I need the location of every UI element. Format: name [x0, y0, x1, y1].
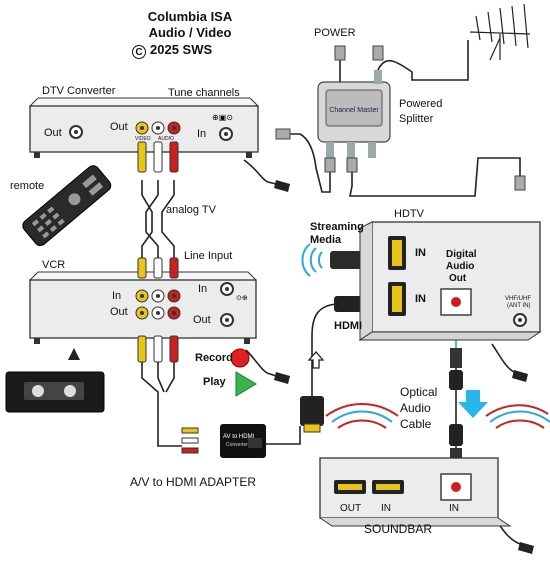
av-to-hdmi-adapter-icon — [181, 424, 266, 458]
title-line2: Audio / Video — [148, 25, 232, 40]
svg-text:⊙⊕: ⊙⊕ — [236, 295, 248, 302]
record-label: Record — [195, 352, 233, 364]
soundbar-port-in2: IN — [449, 503, 459, 514]
dtv-rca-plugs — [137, 141, 179, 173]
vcr-in-right-label: In — [198, 283, 208, 295]
antenna-in-line2: (ANT IN) — [507, 303, 531, 309]
adapter-box-text-line2: Converter — [226, 442, 248, 448]
sound-waves-left-icon — [325, 403, 399, 429]
vcr-in-left-label: In — [112, 290, 122, 302]
power-plug-icons — [274, 180, 534, 554]
dtv-out-left-label: Out — [44, 127, 62, 139]
tune-channels-label: Tune channels — [168, 87, 240, 99]
digital-line3: Out — [449, 273, 467, 284]
sound-waves-right-icon — [485, 404, 550, 429]
record-icon — [230, 348, 250, 368]
vcr-power-cord — [245, 349, 277, 377]
splitter-to-hdtv-cable — [349, 157, 521, 197]
hdmi-cable-vertical — [311, 303, 337, 396]
optical-line3: Cable — [400, 417, 432, 431]
coax-plug-icons — [275, 45, 526, 191]
hdtv-in2-label: IN — [415, 293, 426, 305]
play-icon — [235, 371, 257, 397]
dtv-in-label: In — [197, 128, 207, 140]
cables — [141, 40, 527, 547]
vcr-box: ⊙⊕ — [28, 271, 258, 344]
adapter-box-text-line1: AV to HDMI — [223, 434, 255, 440]
hdtv-label: HDTV — [394, 208, 424, 220]
splitter-to-dtv-cable — [290, 133, 331, 193]
splitter-label-line1: Powered — [399, 98, 443, 110]
copyright-line: C 2025 SWS — [132, 43, 212, 59]
antenna-cable — [377, 40, 469, 84]
vcr-label: VCR — [42, 259, 66, 271]
line-input-label: Line Input — [184, 250, 233, 262]
soundbar-label: SOUNDBAR — [364, 522, 433, 536]
hdmi-label: HDMI — [334, 320, 363, 332]
soundbar-box — [319, 457, 512, 527]
remote-control-icon — [22, 165, 112, 247]
power-label: POWER — [314, 27, 356, 39]
splitter-label-line2: Splitter — [399, 113, 434, 125]
adapter-hdmi-cable — [264, 426, 301, 445]
vcr-audio-l-cable — [157, 362, 165, 393]
dtv-power-cord — [243, 159, 277, 185]
hdtv-power-cord — [491, 343, 521, 375]
title-line1: Columbia ISA — [147, 9, 233, 24]
vcr-out-left-label: Out — [110, 306, 128, 318]
digital-line1: Digital — [446, 249, 477, 260]
digital-line2: Audio — [446, 261, 475, 272]
up-arrow-icon — [307, 351, 325, 369]
optical-line2: Audio — [400, 401, 431, 415]
streaming-line1: Streaming — [310, 221, 364, 233]
vhs-tape-icon — [5, 348, 105, 413]
analog-tv-label: analog TV — [166, 204, 216, 216]
vcr-audio-r-cable — [165, 362, 175, 393]
optical-line1: Optical — [400, 385, 438, 399]
dtv-audio-tag: AUDIO — [158, 136, 174, 142]
title-line3: 2025 SWS — [150, 42, 213, 57]
vcr-output-plugs — [137, 335, 179, 363]
copyright-icon: C — [132, 45, 146, 59]
hdtv-box — [358, 221, 542, 341]
svg-text:Channel Master: Channel Master — [329, 107, 379, 114]
dtv-audio-r-cable — [161, 180, 175, 262]
vcr-video-cable — [141, 362, 182, 447]
dtv-video-tag: VIDEO — [135, 136, 151, 142]
powered-splitter-icon: Channel Master — [317, 70, 391, 158]
dtv-out-av-label: Out — [110, 121, 128, 133]
remote-label: remote — [10, 180, 45, 192]
soundbar-port-in1: IN — [381, 503, 391, 514]
down-arrow-icon — [458, 390, 488, 418]
vcr-input-plugs — [137, 257, 179, 279]
play-label: Play — [203, 376, 226, 388]
wifi-icon — [301, 243, 323, 277]
dtv-video-cable — [141, 180, 153, 262]
dtv-audio-l-cable — [145, 180, 159, 262]
streaming-line2: Media — [310, 234, 342, 246]
antenna-in-line1: VHF/UHF — [505, 296, 531, 302]
antenna-icon — [469, 3, 531, 61]
soundbar-port-out: OUT — [340, 503, 362, 514]
vcr-out-right-label: Out — [193, 314, 211, 326]
dtv-converter-label: DTV Converter — [42, 85, 116, 97]
svg-text:⊕▣⊙: ⊕▣⊙ — [212, 113, 233, 122]
hdtv-in1-label: IN — [415, 247, 426, 259]
dtv-converter-box: ⊕▣⊙ — [28, 97, 260, 158]
adapter-label: A/V to HDMI ADAPTER — [130, 475, 257, 489]
